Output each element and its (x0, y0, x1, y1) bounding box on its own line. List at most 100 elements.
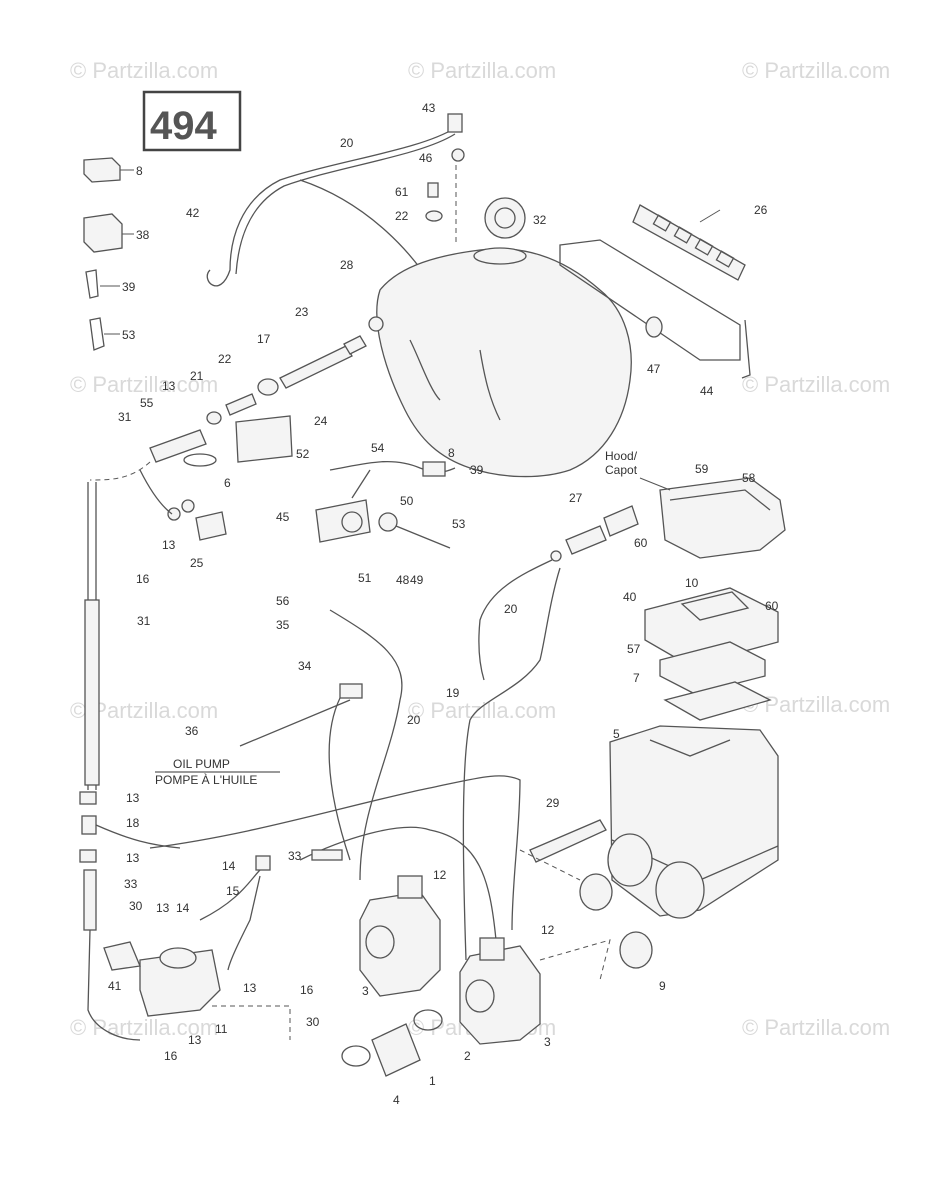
callout-38: 38 (136, 228, 150, 242)
callout-14: 14 (176, 901, 190, 915)
hood-label-line1: Hood/ (605, 449, 638, 463)
callout-12: 12 (433, 868, 447, 882)
watermark: © Partzilla.com (742, 372, 890, 397)
hood-label: Hood/ Capot (605, 449, 671, 491)
callout-59: 59 (695, 462, 709, 476)
bracket-44 (559, 239, 751, 379)
callout-41: 41 (108, 979, 122, 993)
callout-16: 16 (164, 1049, 178, 1063)
hose-16 (84, 482, 100, 790)
callout-13: 13 (126, 791, 140, 805)
oil-pump-label: OIL PUMP POMPE À L'HUILE (155, 757, 280, 787)
callout-32: 32 (533, 213, 547, 227)
connector-38 (83, 213, 134, 253)
sensor-45 (315, 499, 371, 543)
wire-54 (329, 460, 456, 499)
cable-34 (149, 609, 521, 931)
callout-8: 8 (136, 164, 143, 178)
callout-13: 13 (126, 851, 140, 865)
grille-7 (663, 681, 772, 721)
plate-57 (659, 641, 766, 695)
boot-9 (579, 873, 653, 969)
callout-60: 60 (765, 599, 779, 613)
callout-31: 31 (118, 410, 132, 424)
callout-57: 57 (627, 642, 641, 656)
callout-42: 42 (186, 206, 200, 220)
callout-5: 5 (613, 727, 620, 741)
clamp-4 (341, 1045, 371, 1067)
terminal-53 (89, 317, 120, 351)
callout-4: 4 (393, 1093, 400, 1107)
callout-13: 13 (188, 1033, 202, 1047)
callout-20: 20 (340, 136, 354, 150)
callout-53: 53 (452, 517, 466, 531)
callout-54: 54 (371, 441, 385, 455)
callout-30: 30 (306, 1015, 320, 1029)
callout-16: 16 (136, 572, 150, 586)
callout-43: 43 (422, 101, 436, 115)
callout-12: 12 (541, 923, 555, 937)
cap-32 (484, 197, 526, 239)
foam-40 (644, 587, 779, 667)
page-number: 494 (150, 104, 217, 148)
callout-30: 30 (129, 899, 143, 913)
callout-19: 19 (446, 686, 460, 700)
callout-34: 34 (298, 659, 312, 673)
primer-line-20 (478, 559, 553, 681)
watermark: © Partzilla.com (742, 58, 890, 83)
callout-24: 24 (314, 414, 328, 428)
callout-6: 6 (224, 476, 231, 490)
callout-40: 40 (623, 590, 637, 604)
callout-55: 55 (140, 396, 154, 410)
callout-36: 36 (185, 724, 199, 738)
callout-58: 58 (742, 471, 756, 485)
watermark: © Partzilla.com (70, 58, 218, 83)
carb-to-silencer (519, 849, 611, 981)
callout-44: 44 (700, 384, 714, 398)
fuel-line-17 (206, 335, 367, 425)
connector-8 (83, 157, 134, 183)
callout-18: 18 (126, 816, 140, 830)
fitting-25 (167, 499, 227, 541)
callout-46: 46 (419, 151, 433, 165)
callout-21: 21 (190, 369, 204, 383)
callout-51: 51 (358, 571, 372, 585)
callout-48: 48 (396, 573, 410, 587)
oil-pump (103, 855, 271, 1017)
clamp-6 (183, 453, 217, 467)
watermark: © Partzilla.com (408, 698, 556, 723)
hose-16-lower (87, 929, 141, 1041)
callout-2: 2 (464, 1049, 471, 1063)
oil-pump-label-fr: POMPE À L'HUILE (155, 772, 257, 787)
callout-22: 22 (395, 209, 409, 223)
callout-53: 53 (122, 328, 136, 342)
primer-27 (550, 505, 639, 562)
callout-13: 13 (243, 981, 257, 995)
carburetor-right (459, 937, 541, 1045)
callout-49: 49 (410, 573, 424, 587)
callout-28: 28 (340, 258, 354, 272)
hose-path (89, 461, 151, 481)
callout-11: 11 (215, 1022, 228, 1036)
callout-7: 7 (633, 671, 640, 685)
callout-50: 50 (400, 494, 414, 508)
callout-17: 17 (257, 332, 271, 346)
callout-23: 23 (295, 305, 309, 319)
hood-58 (659, 477, 786, 559)
callout-20: 20 (407, 713, 421, 727)
callout-9: 9 (659, 979, 666, 993)
callout-3: 3 (544, 1035, 551, 1049)
carburetor-left (359, 875, 441, 997)
callout-45: 45 (276, 510, 290, 524)
callout-47: 47 (647, 362, 661, 376)
callout-13: 13 (162, 379, 176, 393)
tee-fitting-18 (79, 791, 181, 931)
strap-29 (529, 819, 607, 863)
gasket-26 (632, 204, 746, 281)
air-silencer-5 (607, 725, 779, 919)
callout-60: 60 (634, 536, 648, 550)
callout-13: 13 (156, 901, 170, 915)
filter-55 (149, 429, 207, 463)
callout-20: 20 (504, 602, 518, 616)
